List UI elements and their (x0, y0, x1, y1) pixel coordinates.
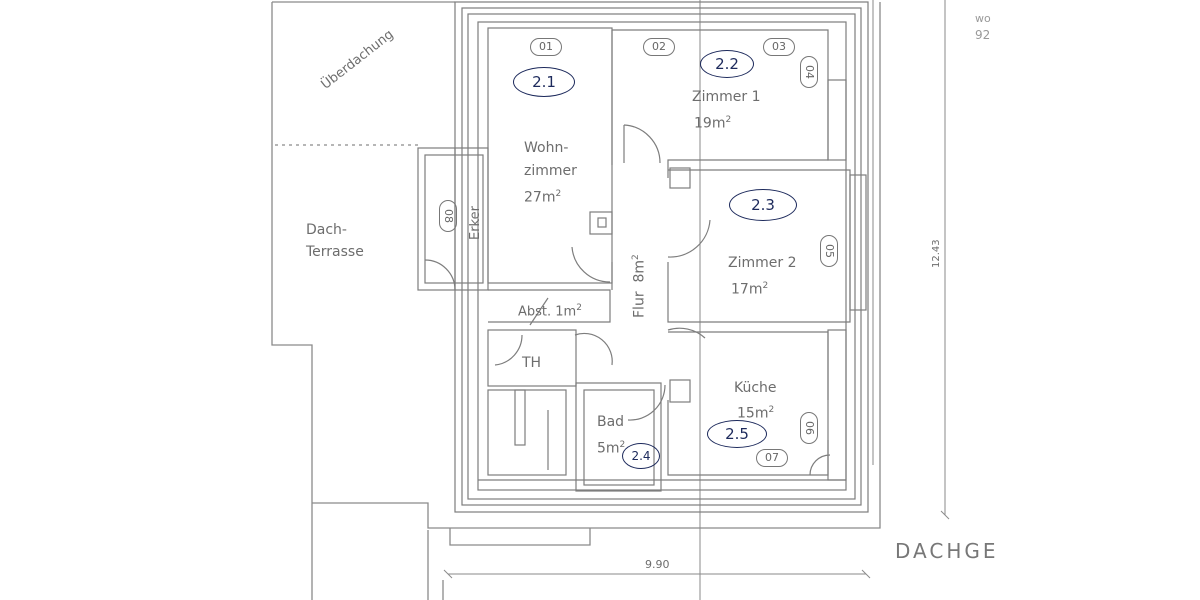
room-bad-name: Bad (597, 414, 625, 430)
room-wohnzimmer-name-2: zimmer (524, 163, 577, 179)
room-abstellraum-label: Abst. 1m2 (518, 303, 582, 320)
window-tag-01: 01 (530, 38, 562, 56)
window-tag-05: 05 (820, 235, 838, 267)
ink-room-number-2-3: 2.3 (729, 189, 797, 221)
room-kueche-area: 15m2 (737, 405, 775, 422)
room-zimmer2-area: 17m2 (731, 281, 769, 298)
window-tag-02: 02 (643, 38, 675, 56)
ink-room-number-2-2: 2.2 (700, 50, 754, 78)
room-treppenhaus-label: TH (522, 355, 542, 371)
corner-text-2: 92 (975, 28, 991, 42)
room-zimmer1-area: 19m2 (694, 115, 732, 132)
terrace-outline (271, 2, 313, 600)
label-dachterrasse-1: Dach- (306, 222, 347, 238)
window-tag-04: 04 (800, 56, 818, 88)
ink-room-number-2-1: 2.1 (513, 67, 575, 97)
corner-text-1: wo (975, 12, 991, 25)
room-erker-label: Erker (468, 206, 483, 240)
room-kueche-name: Küche (734, 380, 777, 396)
window-tag-08: 08 (439, 200, 457, 232)
window-tag-07: 07 (756, 449, 788, 467)
room-bad-area: 5m2 (597, 440, 626, 457)
ink-room-number-2-4: 2.4 (622, 443, 660, 469)
window-tag-03: 03 (763, 38, 795, 56)
drawing-title-fragment: DACHGE (895, 539, 999, 563)
room-wohnzimmer-area: 27m2 (524, 189, 562, 206)
room-zimmer1-name: Zimmer 1 (692, 89, 761, 105)
dimension-height: 12.43 (931, 239, 942, 268)
window-tag-06: 06 (800, 412, 818, 444)
room-flur-label: Flur 8m2 (631, 254, 648, 318)
dimension-width: 9.90 (645, 558, 670, 571)
label-dachterrasse-2: Terrasse (306, 244, 364, 260)
room-zimmer2-name: Zimmer 2 (728, 255, 797, 271)
ink-room-number-2-5: 2.5 (707, 420, 767, 448)
room-wohnzimmer-name-1: Wohn- (524, 140, 569, 156)
